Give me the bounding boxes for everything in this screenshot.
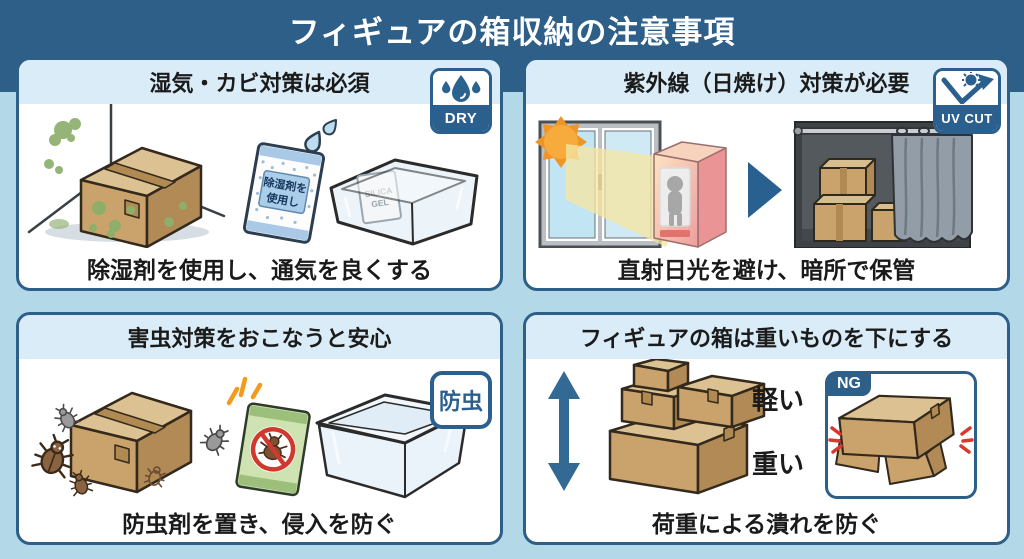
bug-brown-large xyxy=(31,433,74,479)
panel-humidity-header: 湿気・カビ対策は必須 xyxy=(19,60,500,104)
water-drops-icon xyxy=(304,118,338,153)
figure-box xyxy=(653,141,727,248)
box-stack xyxy=(608,359,766,495)
pest-control-badge: 防虫 xyxy=(430,371,492,429)
moldy-cardboard-box xyxy=(79,146,203,248)
light-boxes-label: 軽い xyxy=(752,385,804,415)
alert-sparks xyxy=(226,376,263,406)
stress-marks xyxy=(828,426,974,454)
no-insect-icon xyxy=(250,427,296,472)
wall-mold xyxy=(44,118,81,229)
pest-illustration xyxy=(31,376,471,499)
dry-badge-label: DRY xyxy=(433,105,489,131)
bug-brown-small xyxy=(69,469,94,497)
stacking-illustration: 軽い 重い xyxy=(548,359,804,495)
bug-gray-top xyxy=(54,403,81,433)
heavy-boxes-label: 重い xyxy=(752,449,804,479)
uv-cut-badge: UV CUT xyxy=(933,68,1001,134)
repellent-packet xyxy=(235,402,311,497)
uv-illustration xyxy=(535,116,973,248)
ng-badge: NG xyxy=(827,373,871,396)
clear-storage-box: SILICA GEL xyxy=(329,158,479,246)
desiccant-packet: 除湿剤を 使用し xyxy=(242,142,326,244)
curtain xyxy=(891,126,973,243)
panel-pest-caption: 防虫剤を置き、侵入を防ぐ xyxy=(122,511,397,537)
page-title: フィギュアの箱収納の注意事項 xyxy=(288,15,736,50)
panel-stacking: フィギュアの箱は重いものを下にする xyxy=(523,312,1010,545)
right-arrow-icon xyxy=(748,162,782,218)
panel-stacking-caption: 荷重による潰れを防ぐ xyxy=(651,511,882,537)
water-drops-icon xyxy=(442,75,481,102)
panel-stacking-header: フィギュアの箱は重いものを下にする xyxy=(526,315,1007,359)
bug-outline-on-box xyxy=(143,466,166,488)
panel-humidity: 湿気・カビ対策は必須 xyxy=(16,57,503,291)
figure-silhouette xyxy=(667,176,683,226)
bug-gray-right xyxy=(199,424,230,456)
crushing-top-box xyxy=(838,394,955,460)
uv-reflect-icon xyxy=(941,72,994,104)
crushed-boxes-illustration xyxy=(828,394,974,485)
panel-uv: 紫外線（日焼け）対策が必要 xyxy=(523,57,1010,291)
panel-pest-header: 害虫対策をおこなうと安心 xyxy=(19,315,500,359)
humidity-illustration: 除湿剤を 使用し SILICA GEL xyxy=(27,104,479,248)
silica-label-line2: GEL xyxy=(371,197,390,209)
uv-cut-badge-label: UV CUT xyxy=(936,105,998,131)
pest-control-badge-label: 防虫 xyxy=(438,389,483,414)
panel-pest: 害虫対策をおこなうと安心 xyxy=(16,312,503,545)
dark-closet xyxy=(793,121,973,248)
ng-example-panel: NG xyxy=(825,371,977,499)
panel-uv-caption: 直射日光を避け、暗所で保管 xyxy=(617,257,916,283)
box-mold-spots xyxy=(89,201,187,238)
stored-boxes xyxy=(813,158,914,242)
cardboard-box xyxy=(69,391,193,494)
dry-badge: DRY xyxy=(430,68,492,134)
panel-humidity-caption: 除湿剤を使用し、通気を良くする xyxy=(87,257,432,283)
panel-uv-header: 紫外線（日焼け）対策が必要 xyxy=(526,60,1007,104)
up-down-arrow-icon xyxy=(548,371,580,491)
